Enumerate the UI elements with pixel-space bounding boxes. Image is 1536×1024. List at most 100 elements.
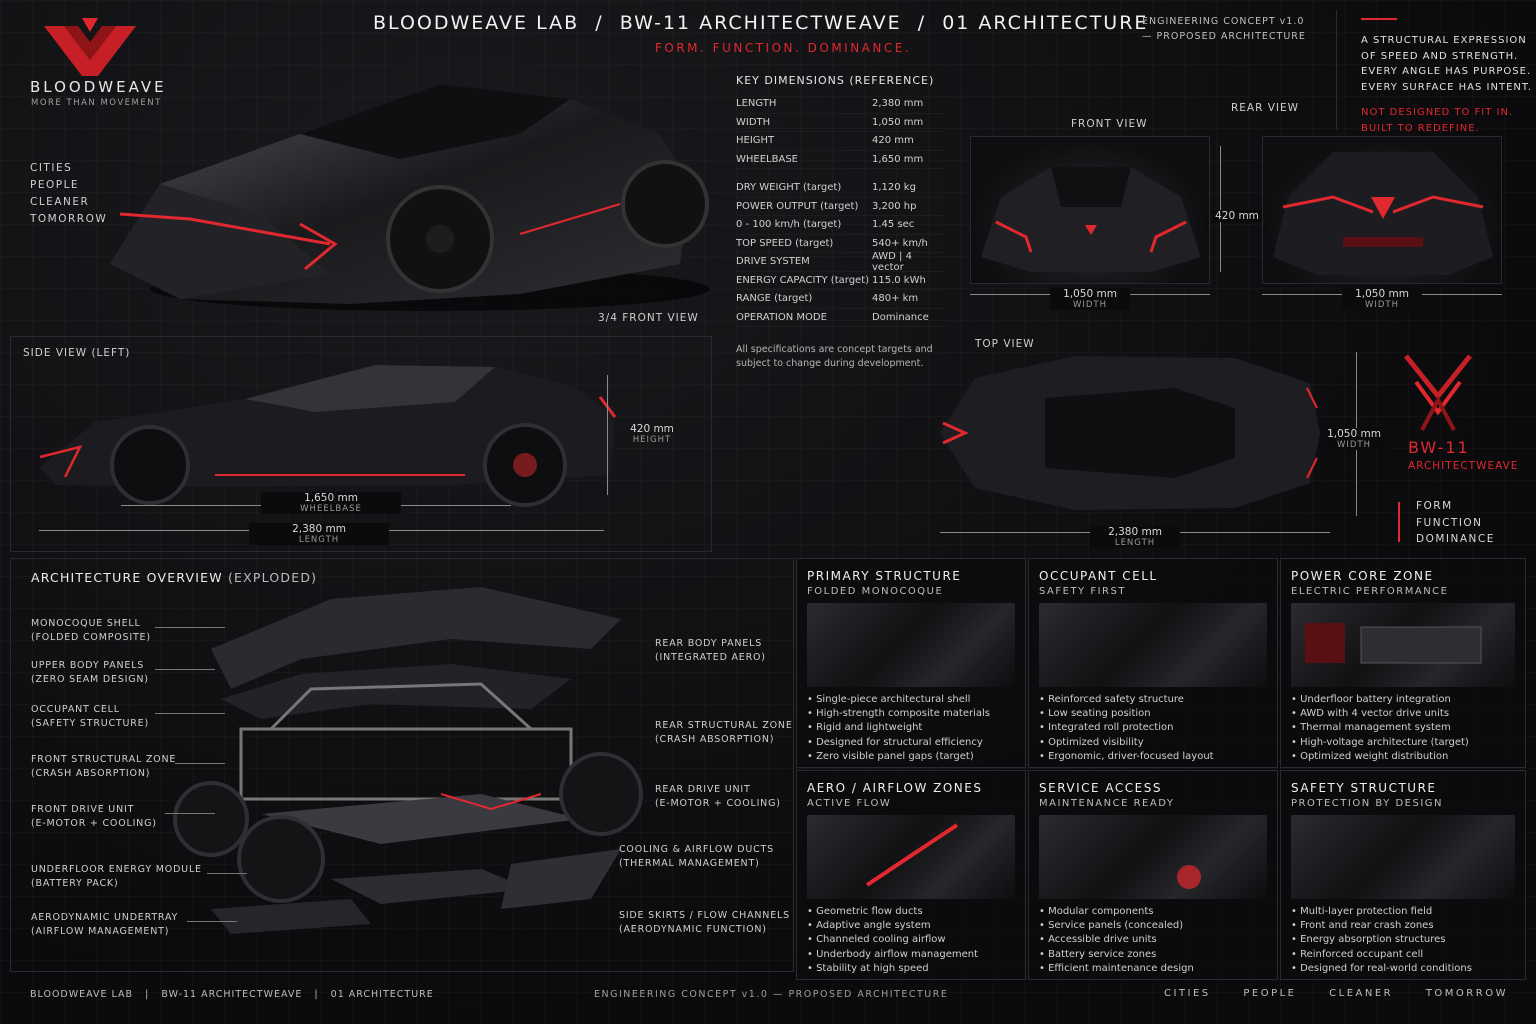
- spec-row: RANGE (target)480+ km: [736, 290, 944, 309]
- card-list-item: Ergonomic, driver-focused layout: [1039, 750, 1214, 764]
- pillar: FUNCTION: [1416, 516, 1483, 529]
- card-title: SAFETY STRUCTURE: [1291, 781, 1437, 795]
- spec-key: ENERGY CAPACITY (target): [736, 274, 870, 286]
- card-list-item: Designed for structural efficiency: [807, 736, 990, 750]
- dim-value: 1,050 mm: [1355, 288, 1409, 300]
- card-list-item: Geometric flow ducts: [807, 905, 978, 919]
- specs-note: All specifications are concept targets a…: [736, 343, 944, 371]
- leader-line: [165, 813, 215, 814]
- callout-title: FRONT DRIVE UNIT: [31, 804, 135, 815]
- callout-title: UPPER BODY PANELS: [31, 660, 145, 671]
- card-list-item: Channeled cooling airflow: [807, 933, 978, 947]
- model-pillars: FORM FUNCTION DOMINANCE: [1416, 498, 1495, 548]
- callout-title: OCCUPANT CELL: [31, 704, 120, 715]
- leader-line: [155, 669, 215, 670]
- brand-value: CLEANER: [30, 196, 90, 208]
- brand-value: PEOPLE: [30, 179, 80, 191]
- concept-line: ENGINEERING CONCEPT v1.0: [1142, 16, 1305, 27]
- spec-row: LENGTH 2,380 mm: [736, 95, 944, 114]
- card-list: Modular componentsService panels (concea…: [1039, 905, 1194, 976]
- footer-right: CITIES PEOPLE CLEANER TOMORROW: [1164, 988, 1508, 999]
- car-three-quarter-image: [110, 84, 710, 311]
- leader-line: [155, 713, 225, 714]
- dim-caption: WIDTH: [1072, 300, 1108, 310]
- spec-key: LENGTH: [736, 98, 777, 110]
- exploded-title-suffix: (EXPLODED): [227, 570, 318, 585]
- spec-value: 1,120 kg: [872, 182, 916, 194]
- side-view-label: SIDE VIEW (LEFT): [23, 347, 131, 359]
- card-list-item: Underfloor battery integration: [1291, 693, 1469, 707]
- card-title: PRIMARY STRUCTURE: [807, 569, 962, 583]
- card-list-item: Low seating position: [1039, 707, 1214, 721]
- page-title: BLOODWEAVE LAB / BW-11 ARCHITECTWEAVE / …: [373, 12, 1149, 34]
- callout-title: REAR STRUCTURAL ZONE: [655, 720, 793, 731]
- footer-value: CITIES: [1164, 988, 1211, 999]
- model-badge-sub: ARCHITECTWEAVE: [1408, 460, 1519, 472]
- callout-label: OCCUPANT CELL(SAFETY STRUCTURE): [31, 703, 149, 731]
- side-view-panel: SIDE VIEW (LEFT) 420 mm HEIGHT 1,650 mm …: [10, 336, 712, 552]
- card-image: [807, 603, 1015, 687]
- leader-line: [207, 873, 247, 874]
- dim-value: 1,050 mm: [1063, 288, 1117, 300]
- side-height-dimension: 420 mm HEIGHT: [617, 423, 687, 445]
- card-list-item: Accessible drive units: [1039, 933, 1194, 947]
- callout-title: AERODYNAMIC UNDERTRAY: [31, 912, 179, 923]
- card-subtitle: MAINTENANCE READY: [1039, 798, 1175, 809]
- callout-label: MONOCOQUE SHELL (FOLDED COMPOSITE): [31, 617, 151, 645]
- footer-value: TOMORROW: [1425, 988, 1508, 999]
- exploded-panel: ARCHITECTURE OVERVIEW (EXPLODED) MONOCOQ…: [10, 558, 794, 972]
- card-list-item: Zero visible panel gaps (target): [807, 750, 990, 764]
- spec-row: TOP SPEED (target)540+ km/h: [736, 235, 944, 253]
- spec-row: 0 - 100 km/h (target)1.45 sec: [736, 216, 944, 235]
- side-wheelbase-dimension: 1,650 mm WHEELBASE: [261, 492, 401, 514]
- callout-subtitle: (FOLDED COMPOSITE): [31, 632, 151, 643]
- callout-label: REAR STRUCTURAL ZONE(CRASH ABSORPTION): [655, 719, 793, 747]
- pillar: DOMINANCE: [1416, 533, 1495, 545]
- dim-value: 2,380 mm: [1108, 526, 1162, 538]
- exploded-title: ARCHITECTURE OVERVIEW (EXPLODED): [31, 570, 317, 585]
- card-list: Single-piece architectural shellHigh-str…: [807, 693, 990, 764]
- card-list-item: Multi-layer protection field: [1291, 905, 1472, 919]
- statement-line: EVERY SURFACE HAS INTENT.: [1361, 81, 1532, 93]
- spec-key: WIDTH: [736, 116, 771, 128]
- callout-label: REAR BODY PANELS(INTEGRATED AERO): [655, 637, 766, 665]
- model-badge: BW-11: [1408, 438, 1470, 457]
- footer-value: PEOPLE: [1243, 988, 1297, 999]
- red-accent-bar: [1361, 18, 1397, 20]
- callout-label: COOLING & AIRFLOW DUCTS(THERMAL MANAGEME…: [619, 843, 774, 871]
- front-view-image: [970, 136, 1210, 284]
- red-accent-bar: [1398, 502, 1400, 542]
- callout-title: SIDE SKIRTS / FLOW CHANNELS: [619, 910, 790, 921]
- spec-key: WHEELBASE: [736, 153, 798, 165]
- spec-key: OPERATION MODE: [736, 311, 827, 323]
- spec-value: 3,200 hp: [872, 200, 917, 212]
- leader-line: [155, 627, 225, 628]
- card-subtitle: ACTIVE FLOW: [807, 798, 892, 809]
- callout-subtitle: (AIRFLOW MANAGEMENT): [31, 926, 170, 937]
- car-side-image: [39, 365, 617, 507]
- spec-value: 2,380 mm: [872, 98, 924, 110]
- spec-key: TOP SPEED (target): [736, 237, 834, 249]
- statement-line: OF SPEED AND STRENGTH.: [1361, 50, 1519, 62]
- statement: A STRUCTURAL EXPRESSION OF SPEED AND STR…: [1361, 33, 1532, 136]
- card-title: SERVICE ACCESS: [1039, 781, 1162, 795]
- callout-label: UPPER BODY PANELS (ZERO SEAM DESIGN): [31, 659, 149, 687]
- divider: [1336, 10, 1337, 130]
- card-list-item: Optimized visibility: [1039, 736, 1214, 750]
- card-list-item: Energy absorption structures: [1291, 933, 1472, 947]
- tagline: FORM. FUNCTION. DOMINANCE.: [655, 41, 912, 55]
- callout-title: MONOCOQUE SHELL: [31, 618, 141, 629]
- callout-label: SIDE SKIRTS / FLOW CHANNELS(AERODYNAMIC …: [619, 909, 790, 937]
- exploded-title-main: ARCHITECTURE OVERVIEW: [31, 570, 223, 585]
- dim-value: 420 mm: [630, 423, 674, 435]
- spec-row: ENERGY CAPACITY (target)115.0 kWh: [736, 272, 944, 290]
- callout-subtitle: (ZERO SEAM DESIGN): [31, 674, 149, 685]
- callout-label: UNDERFLOOR ENERGY MODULE(BATTERY PACK): [31, 863, 202, 891]
- three-quarter-view-panel: 3/4 FRONT VIEW: [100, 64, 712, 334]
- dim-caption: WIDTH: [1336, 440, 1372, 450]
- top-length-dimension: 2,380 mm LENGTH: [1090, 526, 1180, 548]
